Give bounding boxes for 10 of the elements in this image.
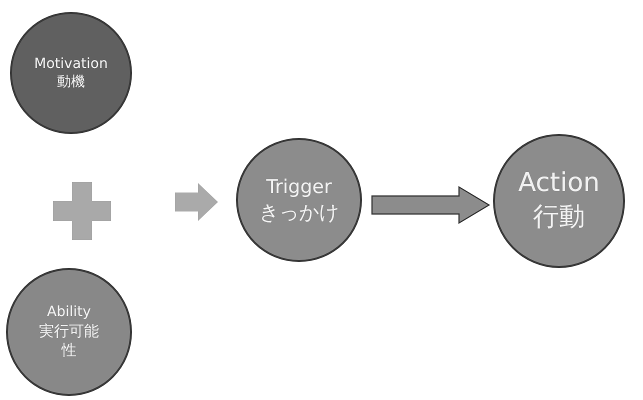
node-subtitle: 行動 <box>533 201 585 234</box>
node-subtitle: 動機 <box>57 73 85 92</box>
node-subtitle: 実行可能性 <box>38 322 100 361</box>
block-arrow <box>175 183 218 221</box>
node-title: Trigger <box>266 174 332 200</box>
block-arrow <box>371 186 490 224</box>
node-title: Motivation <box>34 54 108 73</box>
node-title: Action <box>518 167 600 200</box>
node-title: Ability <box>47 303 91 322</box>
node-subtitle: きっかけ <box>259 199 339 226</box>
